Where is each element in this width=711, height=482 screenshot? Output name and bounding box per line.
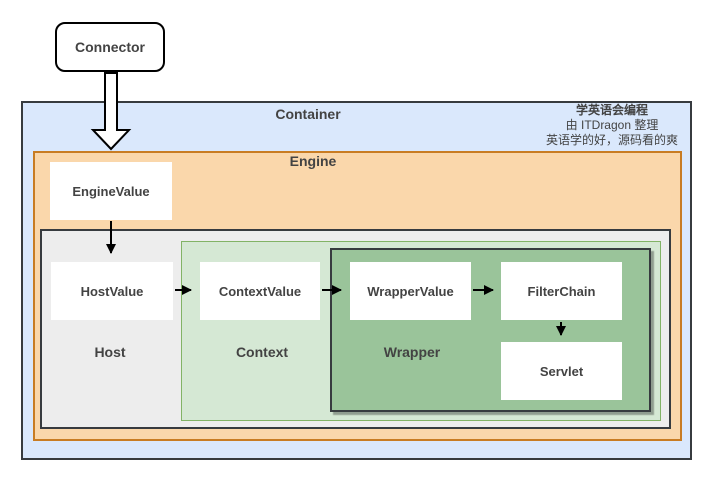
host-label: Host — [94, 344, 126, 360]
engine-label: Engine — [289, 153, 337, 169]
context-label: Context — [235, 344, 289, 360]
watermark: 学英语会编程 由 ITDragon 整理 英语学的好，源码看的爽 — [546, 103, 678, 148]
context-value-box: ContextValue — [200, 262, 320, 320]
servlet-box: Servlet — [501, 342, 622, 400]
connector-label: Connector — [75, 39, 145, 55]
connector-box: Connector — [55, 22, 165, 72]
watermark-line3: 英语学的好，源码看的爽 — [545, 133, 679, 147]
engine-value-box: EngineValue — [50, 162, 172, 220]
watermark-line2: 由 ITDragon 整理 — [565, 118, 659, 132]
host-value-box: HostValue — [51, 262, 173, 320]
watermark-title: 学英语会编程 — [575, 103, 649, 117]
filter-chain-box: FilterChain — [501, 262, 622, 320]
wrapper-label: Wrapper — [383, 344, 441, 360]
wrapper-value-box: WrapperValue — [350, 262, 471, 320]
container-label: Container — [275, 106, 341, 122]
